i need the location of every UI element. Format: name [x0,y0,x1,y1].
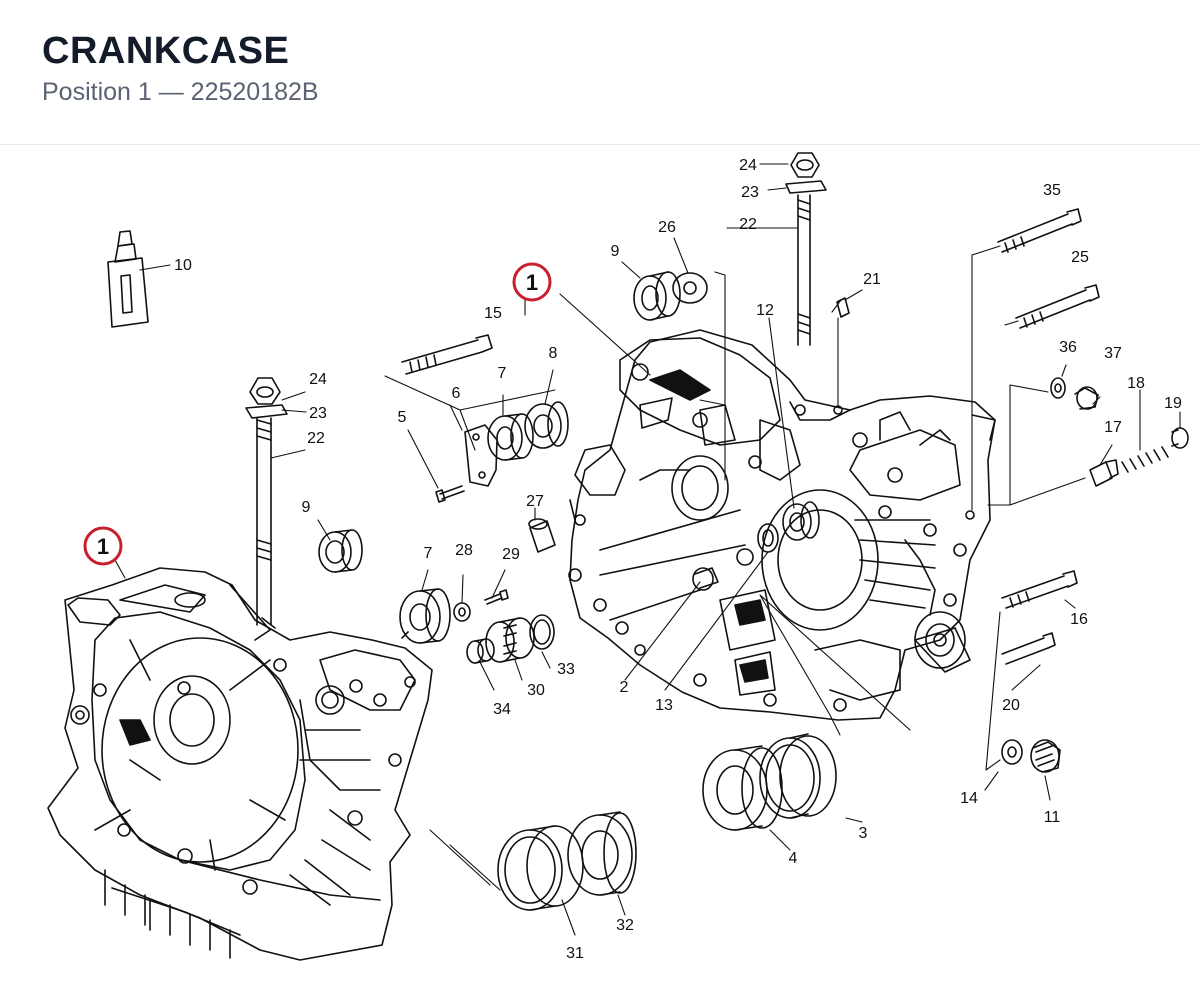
left-crankcase-half [47,567,433,961]
highlight-callout-left: 1 [83,526,123,566]
part-label: 2 [620,679,629,696]
bolt-15 [401,334,493,375]
bearing-9-top [633,271,681,321]
washer-28 [453,602,471,622]
part-label: 26 [658,219,676,236]
page-title: CRANKCASE [42,30,290,72]
part-label: 21 [863,271,881,288]
part-label: 30 [527,682,545,699]
oil-plug-11-14 [1001,739,1061,773]
stud-assembly-right [785,152,827,346]
part-label: 19 [1164,395,1182,412]
roller-bearing-30 [485,617,535,663]
pin-21 [836,297,850,318]
part-label: 5 [398,409,407,426]
leader-lines [114,163,1181,936]
part-label: 9 [611,243,620,260]
part-label: 24 [739,157,757,174]
part-label: 18 [1127,375,1145,392]
part-label: 6 [452,385,461,402]
part-label: 28 [455,542,473,559]
part-label: 14 [960,790,978,807]
page-subtitle: Position 1 — 22520182B [42,78,319,106]
bearing-12 [782,501,820,541]
part-label: 4 [789,850,798,867]
screw-5 [435,485,465,503]
part-label: 20 [1002,697,1020,714]
stud-assembly-left [245,377,288,626]
part-label: 9 [302,499,311,516]
part-label: 27 [526,493,544,510]
spacer-34 [466,638,495,664]
bearing-7-left [399,588,451,644]
part-label: 13 [655,697,673,714]
part-labels: 24 23 22 35 26 9 21 25 12 36 37 18 19 17… [174,157,1182,962]
callout-number: 1 [97,534,109,559]
part-label: 15 [484,305,502,322]
part-label: 11 [1044,809,1061,826]
screw-29 [484,589,509,605]
bolts-35-25 [997,208,1100,329]
circlip-33 [529,614,555,650]
part-label: 7 [424,545,433,562]
washer-26 [672,272,708,304]
part-label: 31 [566,945,584,962]
sealant-tube-part [107,230,149,328]
part-label: 22 [739,216,757,233]
part-label: 29 [502,546,520,563]
part-label: 35 [1043,182,1061,199]
part-label: 17 [1104,419,1122,436]
callout-number: 1 [526,270,538,295]
part-label: 33 [557,661,575,678]
part-label: 23 [741,184,759,201]
bearing-cover-6 [464,424,498,487]
bushing-27 [528,518,556,553]
bearing-7-8-upper [487,401,569,461]
highlight-callout-right: 1 [512,262,552,302]
bearing-9-left [318,529,363,573]
part-label: 36 [1059,339,1077,356]
part-label: 12 [756,302,774,319]
right-crankcase-half [568,329,996,721]
diagram-canvas: 1 1 24 23 22 35 26 9 21 25 12 36 37 18 1… [47,152,1189,962]
bolts-16-20 [1001,570,1078,665]
washer-plug-36-37 [1050,377,1099,410]
exploded-parts-diagram: 1 1 24 23 22 35 26 9 21 25 12 36 37 18 1… [0,146,1200,983]
part-label: 25 [1071,249,1089,266]
part-label: 7 [498,365,507,382]
part-label: 23 [309,405,327,422]
page-header: CRANKCASE Position 1 — 22520182B [0,0,1200,145]
part-label: 32 [616,917,634,934]
main-bearing-32 [567,811,637,896]
main-bushing-3 [759,733,837,819]
part-label: 16 [1070,611,1088,628]
part-label: 34 [493,701,511,718]
part-label: 10 [174,257,192,274]
main-bushing-31 [497,825,584,911]
part-label: 22 [307,430,325,447]
part-label: 3 [859,825,868,842]
part-label: 37 [1104,345,1122,362]
part-label: 8 [549,345,558,362]
part-label: 24 [309,371,327,388]
